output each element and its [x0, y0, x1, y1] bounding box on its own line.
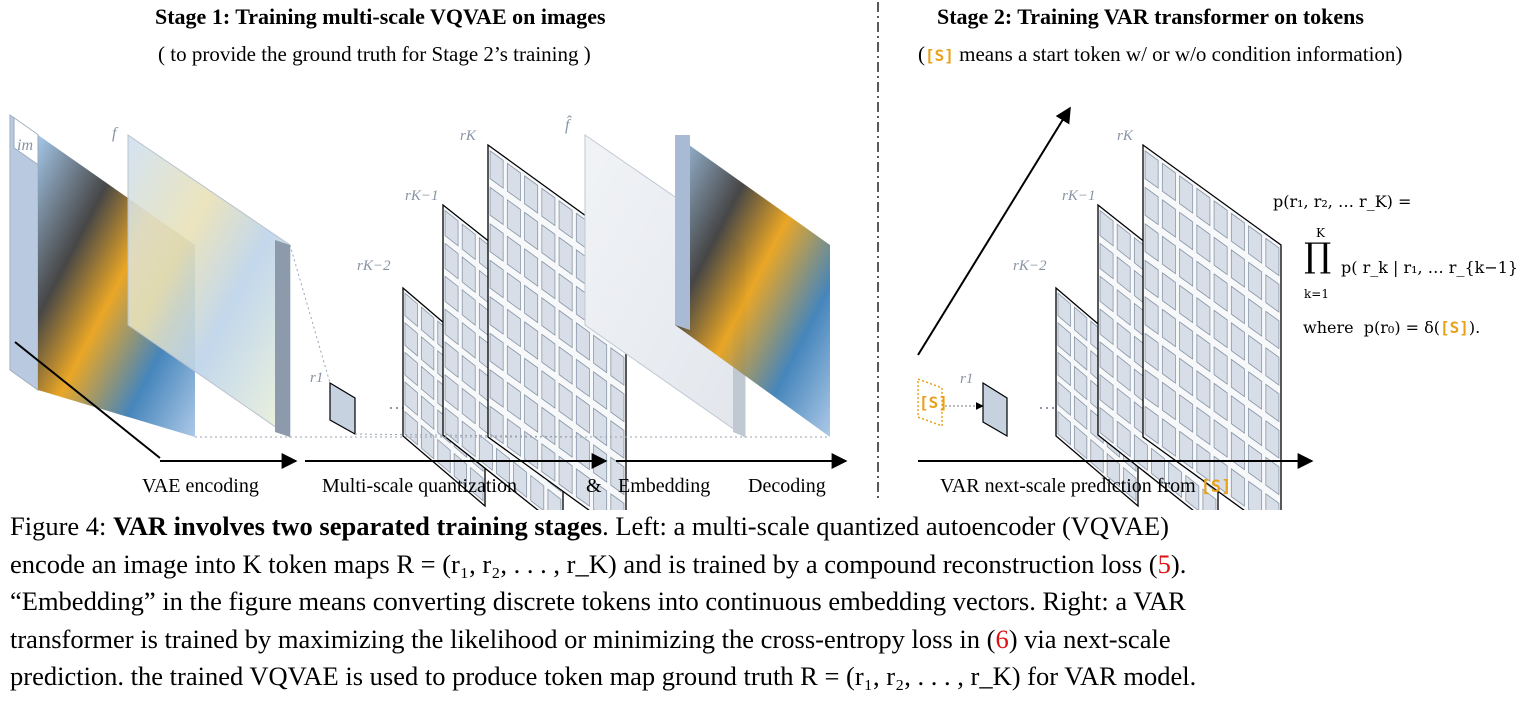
arrow-up-scale — [917, 106, 1071, 356]
label-var-prediction: VAR next-scale prediction from [S] — [940, 475, 1232, 497]
label-multiscale: Multi-scale quantization — [322, 475, 517, 497]
stage2-title: Stage 2: Training VAR transformer on tok… — [937, 4, 1364, 29]
caption-line-5: prediction. the trained VQVAE is used to… — [10, 661, 1197, 691]
start-token-box — [917, 378, 943, 427]
token-map-rk2-right — [1055, 286, 1139, 508]
input-image-layer — [9, 114, 195, 437]
fhat-label: f̂ — [565, 115, 572, 134]
token-map-rk-right — [1142, 143, 1282, 510]
axis-line-left — [14, 341, 161, 459]
formula-prod-top: K — [1316, 226, 1325, 240]
label-decoding: Decoding — [748, 475, 826, 497]
im-label: im — [17, 137, 33, 154]
guide-lines-left — [195, 244, 830, 438]
token-map-r1 — [329, 381, 356, 436]
dots-left: ⋯ — [388, 398, 406, 418]
reconstructed-image-layer — [675, 135, 830, 437]
stage1-title: Stage 1: Training multi-scale VQVAE on i… — [155, 4, 606, 29]
formula-where: where p(r₀) = δ([S]). — [1303, 318, 1481, 337]
label-vae-encoding: VAE encoding — [142, 475, 259, 497]
f-label: f — [112, 125, 119, 142]
caption-line-3: “Embedding” in the figure means converti… — [10, 586, 1186, 616]
ref-eq-6[interactable]: 6 — [995, 623, 1009, 654]
formula-prod-symbol: ∏ — [1304, 236, 1332, 276]
ref-eq-5[interactable]: 5 — [1157, 548, 1171, 579]
caption-line-4: transformer is trained by maximizing the… — [10, 623, 1171, 654]
rk-label: rK — [460, 128, 477, 144]
start-token-diagram-label: [S] — [919, 393, 948, 412]
rk1-label: rK−1 — [405, 188, 438, 204]
figure-caption: Figure 4: VAR involves two separated tra… — [10, 508, 1510, 696]
r1-label: r1 — [310, 370, 323, 386]
token-map-r1-right — [982, 381, 1008, 438]
label-amp: & — [586, 475, 602, 497]
formula-prod-bottom: k=1 — [1304, 287, 1329, 301]
r1-right-label: r1 — [960, 371, 973, 387]
stage2-subtitle: ([S] means a start token w/ or w/o condi… — [918, 42, 1403, 66]
rk1-right-label: rK−1 — [1062, 188, 1095, 204]
stage1-subtitle: ( to provide the ground truth for Stage … — [158, 42, 591, 66]
diagram: im f r1 ⋯ rK−2 rK−1 rK f̂ [S] — [9, 2, 1314, 510]
formula-joint: p(r₁, r₂, … r_K) = — [1273, 192, 1412, 211]
dots-right: ⋯ — [1038, 398, 1056, 418]
caption-line-2: encode an image into K token maps R = (r… — [10, 548, 1187, 579]
caption-line-1: Figure 4: VAR involves two separated tra… — [10, 511, 1169, 541]
rk2-label: rK−2 — [357, 258, 391, 274]
rk2-right-label: rK−2 — [1013, 258, 1047, 274]
start-token-label: [S] — [925, 46, 954, 65]
formula-prod-body: p( r_k | r₁, … r_{k−1} ), — [1341, 258, 1516, 277]
label-embedding: Embedding — [618, 475, 711, 497]
rk-right-label: rK — [1117, 128, 1134, 144]
